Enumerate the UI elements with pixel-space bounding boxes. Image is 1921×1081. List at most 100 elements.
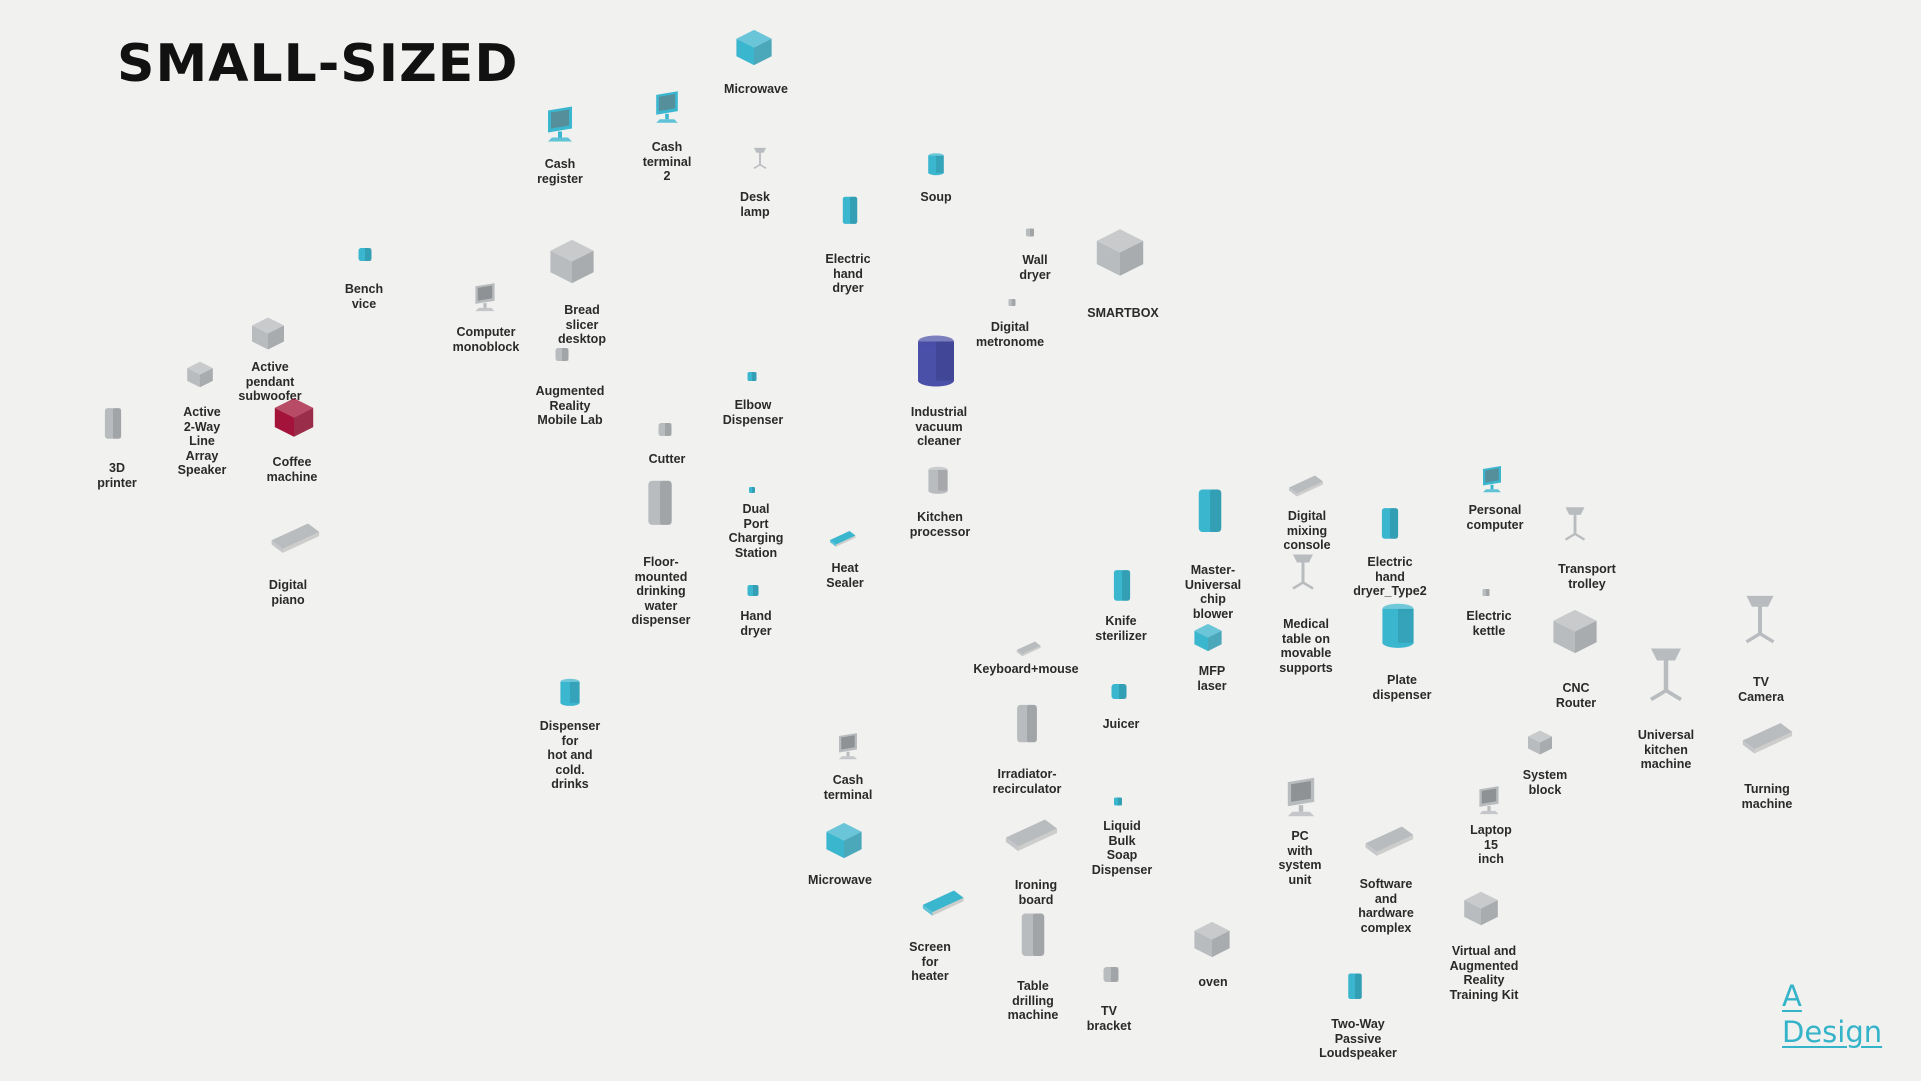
irradiator-recirculator-icon (1014, 701, 1040, 750)
knife-sterilizer-icon (1111, 567, 1133, 608)
equipment-label: Personal computer (1466, 503, 1524, 532)
equipment-label: oven (1198, 975, 1228, 989)
equipment-label: Dispenser for hot and cold. drinks (539, 719, 601, 791)
equipment-label: Juicer (1102, 717, 1140, 731)
equipment-label: Laptop 15 inch (1470, 823, 1512, 866)
bench-vice-icon (352, 242, 378, 273)
mfp-laser-icon (1191, 621, 1225, 660)
tv-camera-icon (1733, 591, 1787, 650)
equipment-label: Active pendant subwoofer (238, 360, 302, 403)
tv-bracket-icon (1096, 960, 1126, 995)
equipment-label: Wall dryer (1019, 253, 1051, 282)
equipment-label: Microwave (724, 82, 788, 96)
digital-metronome-icon (1005, 296, 1019, 315)
personal-computer-icon (1477, 465, 1507, 500)
equipment-label: Cash register (537, 157, 583, 186)
electric-hand-dryer-icon (840, 194, 859, 231)
equipment-label: Bench vice (344, 282, 384, 311)
industrial-vacuum-cleaner-icon (912, 330, 960, 395)
equipment-label: MFP laser (1197, 664, 1227, 693)
software-and-hardware-complex-icon (1360, 824, 1416, 863)
equipment-label: TV Camera (1738, 675, 1784, 704)
equipment-label: CNC Router (1555, 681, 1597, 710)
equipment-label: Liquid Bulk Soap Dispenser (1091, 819, 1153, 877)
equipment-label: Augmented Reality Mobile Lab (535, 384, 605, 427)
electric-kettle-icon (1479, 586, 1493, 605)
equipment-label: Electric kettle (1466, 609, 1512, 638)
soup-icon (926, 151, 947, 182)
plate-dispenser-icon (1377, 599, 1419, 656)
brand-logo[interactable]: A Design (1782, 978, 1882, 1050)
equipment-label: Digital mixing console (1283, 509, 1331, 552)
medical-table-on-movable-supports-icon (1283, 551, 1323, 596)
digital-mixing-console-icon (1285, 474, 1325, 503)
laptop-15-inch-icon (1473, 785, 1505, 822)
equipment-label: Dual Port Charging Station (728, 502, 784, 560)
hand-dryer-icon (742, 580, 764, 607)
equipment-label: Keyboard+mouse (973, 662, 1079, 676)
universal-kitchen-machine-icon (1636, 643, 1696, 708)
equipment-label: Cash terminal 2 (642, 140, 692, 183)
equipment-label: Medical table on movable supports (1279, 617, 1333, 675)
computer-monoblock-icon (469, 282, 501, 319)
equipment-label: Plate dispenser (1372, 673, 1432, 702)
two-way-passive-loudspeaker-icon (1346, 971, 1364, 1006)
liquid-bulk-soap-dispenser-icon (1110, 794, 1126, 815)
equipment-label: Hand dryer (740, 609, 772, 638)
equipment-label: Microwave (808, 873, 872, 887)
equipment-label: Software and hardware complex (1358, 877, 1414, 935)
turning-machine-icon (1737, 720, 1795, 760)
equipment-label: SMARTBOX (1087, 306, 1159, 320)
floor-mounted-drinking-water-dispenser-icon (644, 476, 675, 533)
cnc-router-icon (1548, 605, 1602, 664)
equipment-label: System block (1522, 768, 1568, 797)
logo-line-1: A (1782, 979, 1802, 1013)
equipment-label: Master-Universal chip blower (1184, 563, 1242, 621)
equipment-label: Virtual and Augmented Reality Training K… (1449, 944, 1519, 1002)
equipment-label: Bread slicer desktop (558, 303, 606, 346)
electric-hand-dryer-type2-icon (1379, 505, 1401, 546)
equipment-label: Digital metronome (975, 320, 1045, 349)
heat-sealer-icon (827, 530, 857, 553)
cash-terminal-2-icon (649, 90, 685, 131)
equipment-label: Elbow Dispenser (722, 398, 784, 427)
desk-lamp-icon (748, 146, 772, 175)
equipment-label: Electric hand dryer (825, 252, 871, 295)
equipment-label: Computer monoblock (452, 325, 520, 354)
equipment-label: Transport trolley (1558, 562, 1616, 591)
equipment-label: PC with system unit (1278, 829, 1322, 887)
equipment-label: Coffee machine (266, 455, 318, 484)
equipment-label: Floor-mounted drinking water dispenser (631, 555, 691, 627)
equipment-label: Turning machine (1741, 782, 1793, 811)
equipment-label: Table drilling machine (1007, 979, 1059, 1022)
active-pendant-subwoofer-icon (248, 314, 288, 359)
coffee-machine-icon (270, 394, 318, 447)
equipment-label: Two-Way Passive Loudspeaker (1319, 1017, 1397, 1060)
equipment-label: Digital piano (268, 578, 308, 607)
cash-register-icon (540, 105, 580, 150)
equipment-label: Knife sterilizer (1095, 614, 1147, 643)
equipment-label: Desk lamp (740, 190, 770, 219)
equipment-label: Irradiator-recirculator (992, 767, 1062, 796)
screen-for-heater-icon (918, 888, 966, 922)
logo-line-2: Design (1782, 1015, 1883, 1049)
table-drilling-machine-icon (1018, 909, 1048, 964)
equipment-label: Cash terminal (823, 773, 873, 802)
system-block-icon (1525, 728, 1555, 763)
equipment-label: 3D printer (97, 461, 137, 490)
equipment-label: Industrial vacuum cleaner (910, 405, 968, 448)
augmented-reality-mobile-lab-icon (549, 342, 575, 373)
oven-icon (1190, 918, 1234, 967)
microwave-icon (822, 819, 866, 868)
transport-trolley-icon (1556, 504, 1594, 547)
microwave-icon (732, 26, 776, 75)
equipment-label: Heat Sealer (826, 561, 864, 590)
pc-with-system-unit-icon (1279, 776, 1323, 825)
active-2-way-line-array-speaker-icon (184, 359, 216, 396)
virtual-and-augmented-reality-training-kit-icon (1460, 888, 1502, 935)
keyboard-mouse-icon (1014, 640, 1042, 662)
cash-terminal-icon (833, 732, 863, 767)
3d-printer-icon (102, 405, 124, 446)
equipment-label: Soup (920, 190, 952, 204)
